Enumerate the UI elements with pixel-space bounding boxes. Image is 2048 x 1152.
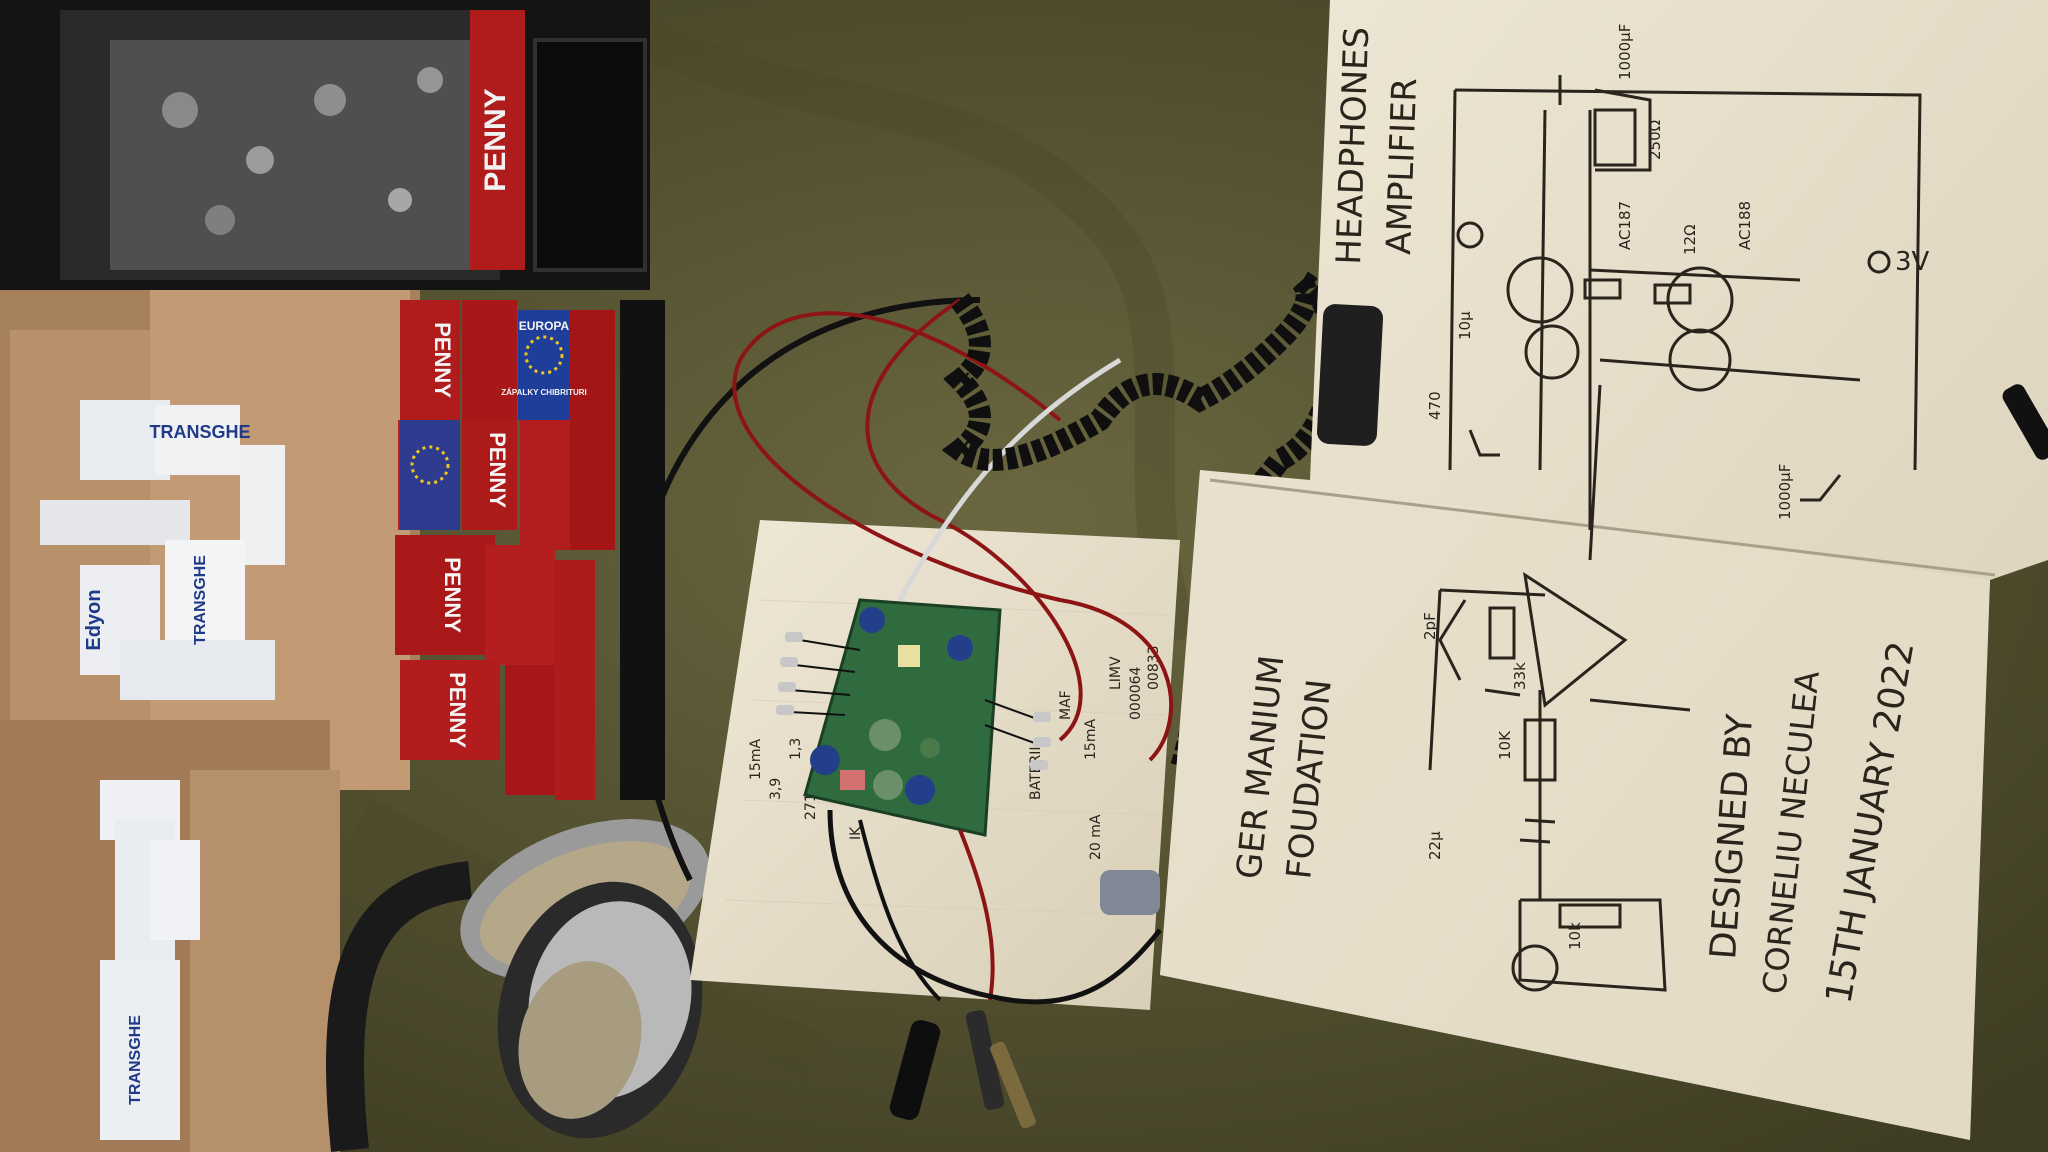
matchbox (470, 10, 525, 270)
matchbox-label: PENNY (440, 557, 465, 633)
note-text: 15mA (1083, 719, 1099, 760)
note-text: 271 (803, 793, 819, 820)
matchbox-label: PENNY (430, 322, 455, 398)
wires (732, 298, 1174, 1005)
note-text: BATERII (1028, 747, 1044, 800)
note-text: 1,3 (788, 738, 804, 760)
cardboard-boxes (0, 290, 420, 1152)
matchbox-label: TRANSGHE (127, 1015, 144, 1105)
component-label: AC187 (1616, 201, 1634, 250)
matchbox-label: ZÁPALKY CHIBRITURI (501, 388, 586, 397)
headphones (326, 819, 710, 1152)
component-label: 1000µF (1776, 464, 1794, 520)
supply-voltage-label: 3V (1895, 247, 1930, 277)
component-label: 2pF (1421, 612, 1439, 640)
note-text: 3,9 (768, 778, 784, 800)
matchbox-label: PENNY (485, 432, 510, 508)
batteries (889, 870, 1160, 1129)
transghe-matchboxes: TRANSGHE TRANSGHE TRANSGHE Edyon (40, 400, 285, 1140)
notebook-title: HEADPHONES (1329, 26, 1377, 265)
component-label: 12Ω (1681, 224, 1699, 255)
note-text: IK (848, 826, 864, 840)
matchbox-label: TRANSGHE (192, 555, 209, 645)
parts-bag (110, 40, 470, 270)
component-label: 33k (1511, 662, 1529, 690)
note-text: 15mA (748, 739, 764, 780)
cushion (1316, 304, 1384, 446)
component-label: 1000µF (1616, 24, 1634, 80)
amplifier-pcb (776, 598, 1051, 837)
component-label: 10µ (1456, 311, 1474, 340)
note-text: MAF (1058, 690, 1074, 720)
headphone-cable (631, 297, 981, 882)
coiled-cable (941, 270, 1343, 774)
note-text: LIMV (1108, 656, 1124, 690)
schematic-notebook (1160, 0, 2048, 1140)
fabric-fold (641, 21, 1199, 648)
note-text: 000064 (1128, 666, 1144, 720)
matchbox-label: PENNY (479, 88, 512, 191)
matchbox-label: PENNY (445, 672, 470, 748)
component-label: AC188 (1736, 201, 1754, 250)
component-label: 250Ω (1646, 120, 1664, 160)
schematic-drawing (1428, 75, 1922, 992)
parts-tray: PENNY (0, 0, 650, 290)
matchbox-label: TRANSGHE (149, 422, 250, 442)
penny-matchboxes: PENNY PENNY PENNY PENNY EUROPA ZÁPALKY C… (395, 300, 665, 800)
note-text: 20 mA (1088, 814, 1104, 860)
notebook-title: AMPLIFIER (1379, 77, 1425, 255)
component-label: 10k (1566, 922, 1584, 950)
matchbox-label: Edyon (83, 589, 105, 650)
component-label: 470 (1426, 391, 1444, 420)
matchbox-label: EUROPA (519, 319, 570, 333)
marker-pen (2002, 384, 2048, 460)
component-label: 22µ (1426, 831, 1444, 860)
component-label: 10K (1496, 730, 1514, 760)
